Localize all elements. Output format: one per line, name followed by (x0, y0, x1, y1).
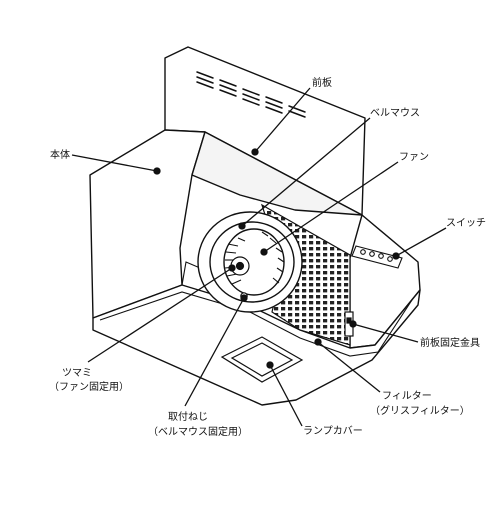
vent-slots (196, 71, 306, 118)
body-right-side (349, 214, 421, 349)
label-front-bracket: 前板固定金具 (420, 336, 480, 349)
label-bellmouth: ベルマウス (370, 107, 420, 119)
bellmouth-assembly (197, 211, 303, 313)
label-knob: ツマミ (62, 368, 92, 379)
label-filter-sub: （グリスフィルター） (370, 404, 470, 417)
label-lamp-cover: ランプカバー (303, 425, 363, 437)
inner-slope (191, 131, 363, 216)
lamp-cover (220, 336, 304, 383)
label-knob-sub: （ファン固定用） (49, 380, 129, 393)
switch-panel (351, 245, 403, 269)
labels: 前板 ベルマウス 本体 ファン スイッチ ツマミ （ファン固定用） 前板固定金具… (49, 76, 486, 438)
label-fan: ファン (399, 152, 429, 163)
label-screw: 取付ねじ (168, 410, 208, 423)
label-filter: フィルター (382, 390, 432, 402)
label-switch: スイッチ (446, 217, 486, 229)
label-screw-sub: （ベルマウス固定用） (148, 425, 248, 438)
leader-lines (71, 87, 447, 427)
label-body: 本体 (50, 148, 70, 161)
label-front-panel: 前板 (312, 76, 332, 89)
knob (230, 256, 250, 276)
